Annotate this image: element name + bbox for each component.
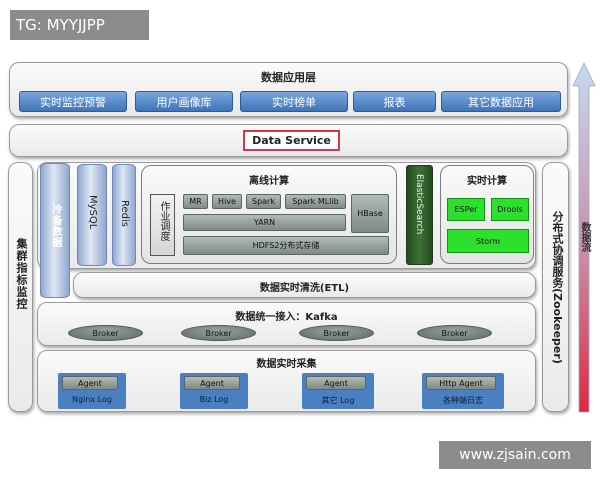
job-scheduler-box[interactable]: 作业调度	[150, 194, 175, 256]
engine-spark[interactable]: Spark	[246, 194, 281, 209]
agent-box-4[interactable]: Http Agent	[426, 376, 496, 390]
kafka-broker-3[interactable]: Broker	[299, 325, 374, 341]
etl-layer: 数据实时清洗(ETL)	[73, 272, 536, 298]
engine-mr[interactable]: MR	[183, 194, 208, 209]
cold-data-label: 冷备数据	[50, 204, 61, 248]
agent-card-1: Agent Nginx Log	[58, 373, 126, 409]
agent-box-1[interactable]: Agent	[62, 376, 118, 390]
data-collection-title: 数据实时采集	[256, 359, 317, 370]
data-flow-label: 数据流	[579, 222, 590, 252]
kafka-broker-1[interactable]: Broker	[68, 325, 143, 341]
kafka-broker-2[interactable]: Broker	[181, 325, 256, 341]
agent-card-3: Agent 其它 Log	[302, 373, 374, 409]
kafka-layer: 数据统一接入：Kafka Broker Broker Broker Broker	[37, 302, 536, 346]
yarn-box[interactable]: YARN	[183, 214, 346, 231]
realtime-computing-group: 实时计算 ESPer Drools Storm	[440, 165, 534, 264]
data-flow-arrow-icon	[572, 62, 596, 413]
watermark-label: TG: MYYJJPP	[10, 10, 149, 40]
agent-card-4: Http Agent 各种端日志	[422, 373, 504, 409]
offline-computing-title: 离线计算	[249, 176, 289, 187]
agent-box-3[interactable]: Agent	[306, 376, 366, 390]
realtime-computing-title: 实时计算	[467, 176, 507, 187]
app-item-realtime-ranking[interactable]: 实时榜单	[240, 91, 348, 112]
offline-computing-group: 离线计算 作业调度 MR Hive Spark Spark MLlib HBas…	[141, 165, 397, 264]
mysql-label: MySQL	[87, 195, 98, 230]
agent-box-2[interactable]: Agent	[184, 376, 240, 390]
app-item-user-profile[interactable]: 用户画像库	[135, 91, 233, 112]
zookeeper-label: 分布式协调服务(Zookeeper)	[551, 211, 564, 364]
esper-box[interactable]: ESPer	[447, 198, 485, 221]
redis-label: Redis	[119, 200, 130, 227]
application-layer-title: 数据应用层	[261, 71, 316, 84]
engine-spark-mllib[interactable]: Spark MLlib	[285, 194, 346, 209]
hbase-box[interactable]: HBase	[351, 194, 389, 233]
agent-caption-4: 各种端日志	[443, 396, 483, 405]
etl-label: 数据实时清洗(ETL)	[259, 283, 350, 294]
mysql-cylinder[interactable]: MySQL	[77, 164, 107, 266]
data-service-box[interactable]: Data Service	[243, 130, 340, 151]
agent-caption-3: 其它 Log	[321, 396, 355, 405]
app-item-reports[interactable]: 报表	[353, 91, 436, 112]
storm-box[interactable]: Storm	[447, 229, 529, 253]
agent-caption-1: Nginx Log	[72, 395, 112, 404]
app-item-other-apps[interactable]: 其它数据应用	[441, 91, 561, 112]
elasticsearch-label: ElasticSearch	[414, 174, 424, 235]
drools-box[interactable]: Drools	[491, 198, 529, 221]
hdfs-box[interactable]: HDFS2分布式存储	[183, 236, 389, 255]
data-service-layer: Data Service	[9, 124, 568, 157]
kafka-title: 数据统一接入：Kafka	[235, 312, 338, 323]
cold-data-cylinder[interactable]: 冷备数据	[40, 163, 70, 298]
agent-caption-2: Biz Log	[199, 395, 229, 404]
agent-card-2: Agent Biz Log	[180, 373, 248, 409]
data-collection-layer: 数据实时采集 Agent Nginx Log Agent Biz Log Age…	[37, 350, 536, 412]
elasticsearch-box[interactable]: ElasticSearch	[406, 165, 433, 265]
cluster-monitor-label: 集群指标监控	[15, 238, 28, 310]
job-scheduler-label: 作业调度	[158, 201, 169, 241]
zookeeper-panel: 分布式协调服务(Zookeeper)	[542, 162, 569, 412]
app-item-realtime-monitor[interactable]: 实时监控预警	[19, 91, 127, 112]
redis-cylinder[interactable]: Redis	[112, 164, 136, 266]
cluster-monitor-panel: 集群指标监控	[8, 162, 33, 412]
kafka-broker-4[interactable]: Broker	[417, 325, 492, 341]
engine-hive[interactable]: Hive	[212, 194, 242, 209]
footer-url-label: www.zjsain.com	[439, 441, 591, 469]
data-application-layer: 数据应用层 实时监控预警 用户画像库 实时榜单 报表 其它数据应用	[9, 62, 568, 117]
